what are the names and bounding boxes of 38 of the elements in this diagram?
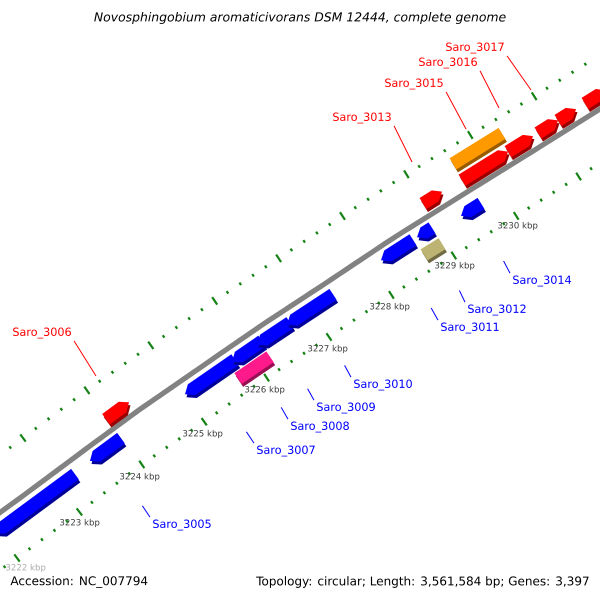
leader-line bbox=[480, 70, 500, 108]
leader-line bbox=[446, 91, 466, 130]
gene-label: Saro_3015 bbox=[385, 78, 443, 90]
gene-label: Saro_3008 bbox=[291, 422, 349, 432]
leader-line bbox=[280, 406, 288, 420]
gene-label: Saro_3013 bbox=[333, 112, 391, 124]
scale-label: 3226 kbp bbox=[245, 386, 284, 394]
scale-label: 3223 kbp bbox=[60, 518, 100, 528]
leader-line bbox=[246, 431, 254, 444]
gene-label: Saro_3012 bbox=[468, 304, 526, 316]
gene-label: Saro_3014 bbox=[513, 276, 572, 286]
leader-line bbox=[74, 340, 96, 376]
scale-label: 3224 kbp bbox=[120, 472, 160, 482]
leader-line bbox=[430, 308, 438, 321]
gene-label: Saro_3006 bbox=[13, 328, 71, 338]
scale-label: 3228 kbp bbox=[370, 302, 410, 312]
leader-line bbox=[506, 55, 532, 90]
leader-line bbox=[344, 364, 352, 378]
gene-label: Saro_3010 bbox=[354, 380, 412, 390]
scale-label: 3222 kbp bbox=[6, 564, 46, 572]
scale-label: 3229 kbp bbox=[435, 262, 474, 270]
leader-line bbox=[307, 388, 314, 401]
leader-line bbox=[503, 260, 510, 274]
gene-label: Saro_3016 bbox=[419, 58, 477, 68]
accession-text: Accession: NC_007794 bbox=[10, 576, 148, 588]
scale-label: 3225 kbp bbox=[183, 430, 222, 438]
genome-info-text: Topology: circular; Length: 3,561,584 bp; Genes: 3,397 bbox=[256, 576, 589, 588]
leader-line bbox=[142, 505, 150, 518]
scale-label: 3227 kbp bbox=[308, 344, 348, 354]
scale-label: 3230 kbp bbox=[498, 222, 538, 230]
gene-label: Saro_3017 bbox=[446, 42, 504, 54]
gene-label: Saro_3007 bbox=[257, 446, 315, 456]
gene-label: Saro_3005 bbox=[153, 520, 211, 530]
title: Novosphingobium aromaticivorans DSM 12444, complete genome bbox=[94, 12, 506, 24]
leader-line bbox=[394, 125, 412, 162]
gene-label: Saro_3011 bbox=[441, 322, 499, 334]
gene-label: Saro_3009 bbox=[317, 402, 375, 414]
leader-line bbox=[458, 290, 466, 303]
